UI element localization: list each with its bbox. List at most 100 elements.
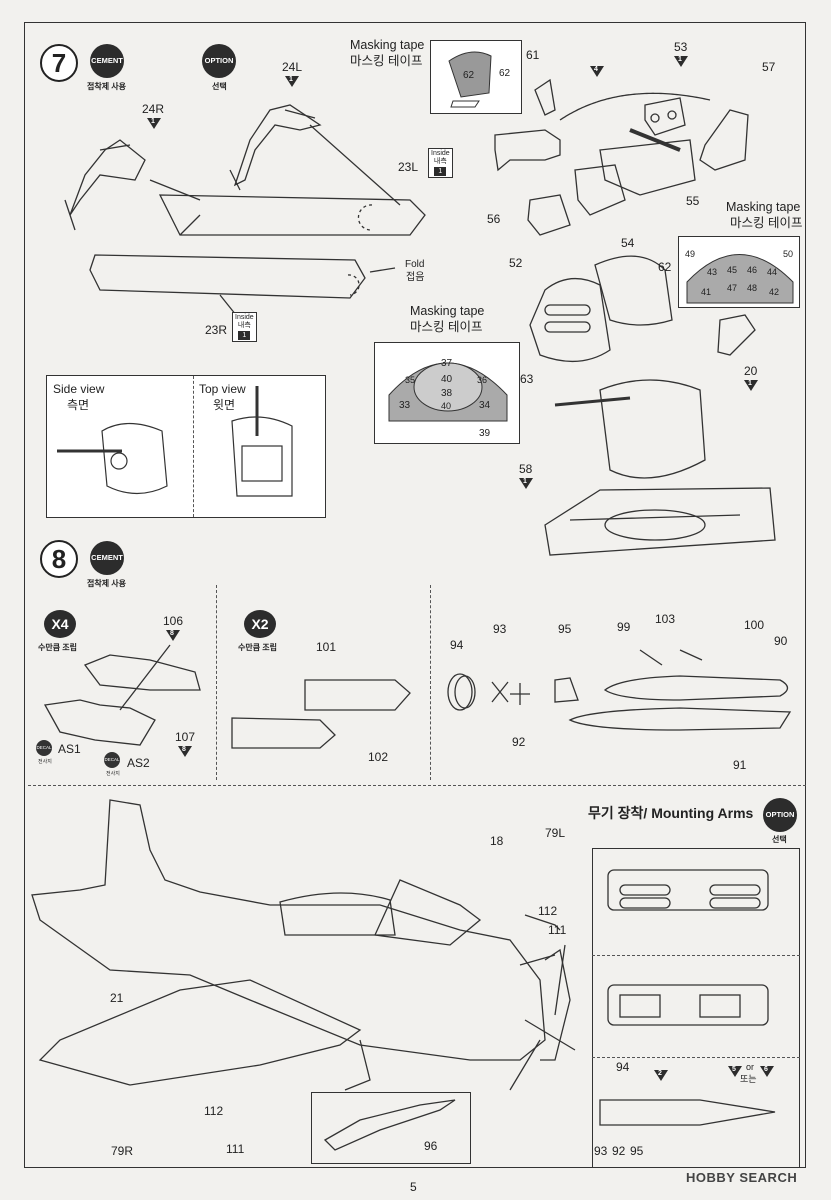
part-label-as2: AS2	[127, 756, 150, 770]
strut-24r-drawing	[64, 139, 146, 231]
mount-part-92: 92	[612, 1144, 626, 1158]
part-label-100: 100	[744, 618, 765, 632]
cement-caption: 접착제 사용	[87, 82, 127, 91]
or-text: or	[746, 1062, 755, 1072]
mask3-num-37: 37	[441, 358, 453, 369]
mask3-label-ko: 마스킹 테이프	[410, 320, 483, 334]
part-label-106: 106	[163, 614, 184, 628]
part-102-drawing	[231, 717, 336, 749]
ref-triangle-2: 2	[654, 1070, 668, 1081]
part-label-56: 56	[487, 212, 501, 226]
x2-caption: 수만큼 조립	[238, 643, 278, 652]
cement-badge-8: CEMENT	[90, 541, 124, 575]
mask3-num-35: 35	[405, 375, 416, 385]
mask3-num-38: 38	[441, 388, 453, 399]
part-label-90: 90	[774, 634, 788, 648]
mask3-label-en: Masking tape	[410, 304, 485, 318]
mask2-num-41: 41	[701, 287, 712, 297]
mask2-num-46: 46	[747, 265, 758, 275]
decal-caption-as1: 전사지	[38, 759, 52, 765]
part-58-drawing	[544, 487, 776, 556]
step-7-marker: 7	[40, 44, 78, 82]
part-label-18: 18	[490, 834, 504, 848]
mask3-num-34: 34	[479, 400, 491, 411]
fold-label-en: Fold	[405, 259, 425, 270]
part-63-drawing	[529, 278, 611, 363]
part-label-94: 94	[450, 638, 464, 652]
ref-triangle-53: 1	[674, 56, 688, 67]
mask3-shape	[388, 362, 508, 422]
part-label-99: 99	[617, 620, 631, 634]
part-label-23r: 23R	[205, 323, 228, 337]
x2-badge: X2	[244, 610, 276, 638]
page-frame	[24, 22, 806, 1168]
bomb-drawing-1	[83, 654, 201, 691]
mask1-label-ko: 마스킹 테이프	[350, 54, 423, 68]
part-label-23l: 23L	[398, 160, 419, 174]
ref-triangle-24r: 1	[147, 118, 161, 129]
bomb-drawing-2	[43, 699, 156, 746]
step8-divider-1	[216, 585, 217, 780]
part-label-57: 57	[762, 60, 776, 74]
mount-part-95: 95	[630, 1144, 644, 1158]
mask2-panel: 49 50 43 45 46 44 41 47 48 42	[678, 236, 800, 308]
part-label-53: 53	[674, 40, 688, 54]
decal-caption-as2: 전사지	[106, 771, 120, 777]
part-label-111a: 111	[548, 923, 567, 937]
mask2-num-42: 42	[769, 287, 780, 297]
part-54-drawing	[574, 164, 626, 216]
mask1-shape	[448, 51, 492, 108]
mask2-num-43: 43	[707, 267, 718, 277]
part-label-55: 55	[686, 194, 700, 208]
part-label-52: 52	[509, 256, 523, 270]
turret-views-drawing	[57, 386, 293, 497]
aircraft-drawing	[31, 799, 576, 1091]
part-label-92: 92	[512, 735, 526, 749]
mounting-panel	[592, 848, 800, 1168]
bomb-bay-drawings	[599, 869, 776, 1126]
option-badge-mounting: OPTION	[763, 798, 797, 832]
mask2-num-48: 48	[747, 283, 758, 293]
side-top-view-panel: Side view 측면 Top view 윗면	[46, 375, 326, 518]
mask2-num-45: 45	[727, 265, 738, 275]
cement-badge: CEMENT	[90, 44, 124, 78]
part-label-62: 62	[658, 260, 672, 274]
part-label-21: 21	[110, 991, 124, 1005]
top-view-label-ko: 윗면	[213, 398, 236, 412]
mask1-label-en: Masking tape	[350, 38, 425, 52]
decal-badge-as2: DECAL	[104, 752, 120, 768]
part-label-79r: 79R	[111, 1144, 134, 1158]
mask2-shape	[686, 254, 794, 304]
part-52-drawing	[527, 194, 571, 236]
mask2-num-50: 50	[783, 249, 794, 259]
option-caption: 선택	[212, 82, 227, 91]
mask1-num-1: 62	[463, 70, 475, 81]
strut-24l-drawing	[229, 104, 322, 191]
mask2-label-ko: 마스킹 테이프	[730, 216, 803, 230]
part-label-103: 103	[655, 612, 676, 626]
part-label-93: 93	[493, 622, 507, 636]
side-view-label-ko: 측면	[67, 398, 90, 412]
mask2-label-en: Masking tape	[726, 200, 801, 214]
option-badge: OPTION	[202, 44, 236, 78]
part-label-61: 61	[526, 48, 540, 62]
mount-part-93: 93	[594, 1144, 608, 1158]
mount-part-94: 94	[616, 1060, 630, 1074]
mask2-num-49: 49	[685, 249, 696, 259]
part-61-drawing	[534, 78, 556, 116]
mask3-num-36: 36	[477, 375, 488, 385]
part-53-drawing	[644, 97, 686, 136]
part-label-107: 107	[175, 730, 196, 744]
decal-badge-as1: DECAL	[36, 740, 52, 756]
part-94-drawing	[447, 673, 473, 711]
mounting-divider-2	[592, 1057, 800, 1058]
part-label-54: 54	[621, 236, 635, 250]
side-view-label: Side view	[53, 382, 105, 396]
cement-caption-8: 접착제 사용	[87, 579, 127, 588]
step-8-marker: 8	[40, 540, 78, 578]
part-95-drawing	[554, 677, 579, 703]
mounting-divider-1	[592, 955, 800, 956]
part-label-20: 20	[744, 364, 758, 378]
